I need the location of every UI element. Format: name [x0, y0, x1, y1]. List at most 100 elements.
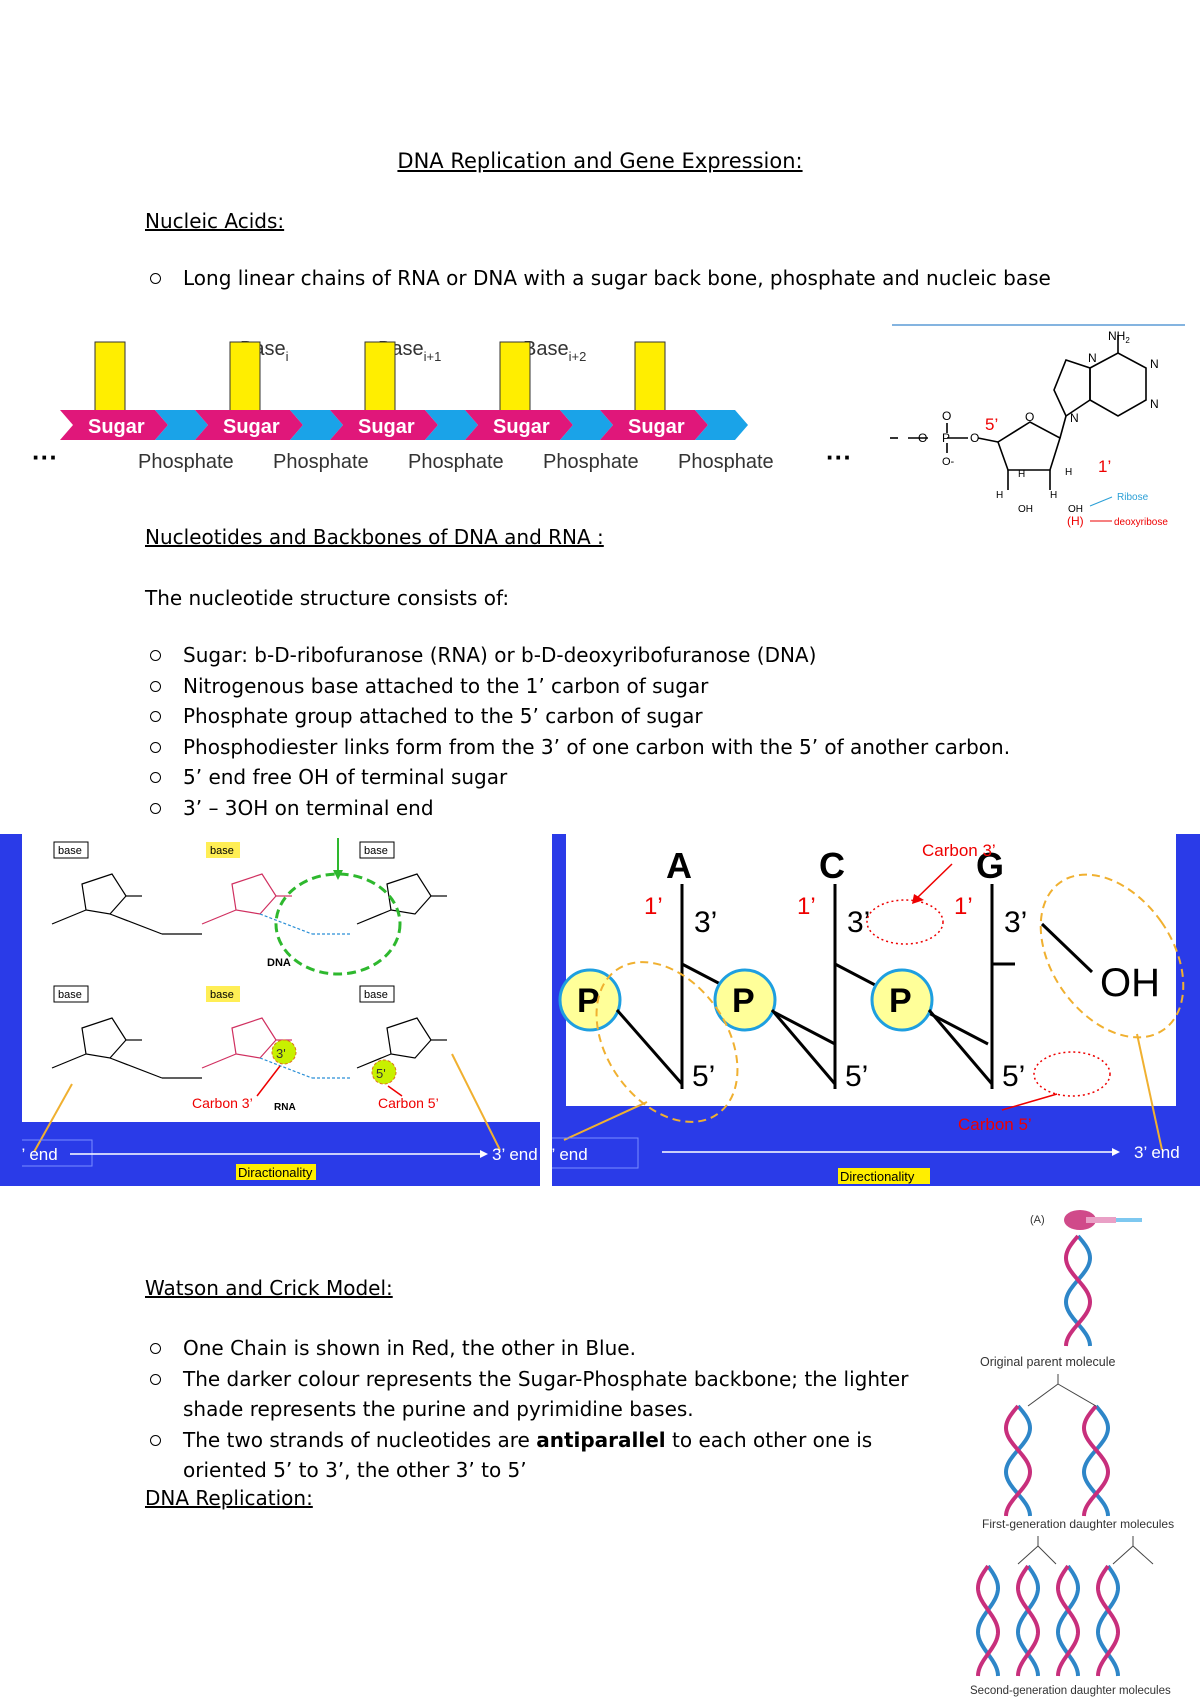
phosphate-label: Phosphate	[138, 451, 234, 473]
first-generation-label: First-generation daughter molecules	[982, 1517, 1174, 1531]
phosphate-segment	[290, 410, 343, 440]
nucleobase-letter: C	[819, 845, 845, 886]
base-tag: base	[58, 845, 82, 857]
nitrogen-label: N	[1150, 397, 1159, 411]
rna-dna-panel-inner	[22, 834, 540, 1122]
sugar-ring	[81, 873, 127, 915]
three-prime-label: 3’	[1004, 906, 1027, 939]
ring-oxygen-label: O	[1025, 410, 1034, 424]
sugar-label: Sugar	[493, 416, 550, 438]
carbon5-label: Carbon 5’	[958, 1115, 1032, 1134]
hydrogen-label: H	[1050, 490, 1057, 501]
carbon5-tag: 5'	[376, 1066, 386, 1081]
carbon3-tag: 3'	[276, 1046, 286, 1061]
base-tag: base	[364, 989, 388, 1001]
base-bar	[229, 341, 261, 413]
sugar-segment	[465, 410, 573, 440]
phosphate-segment	[695, 410, 748, 440]
list-item: The two strands of nucleotides are antip…	[147, 1425, 947, 1486]
rna-dna-diagram: base base base DNA base base base RNA 3'…	[22, 838, 538, 1180]
one-prime-label: 1’	[1098, 457, 1111, 476]
three-prime-label: 3’	[694, 906, 717, 939]
oxygen-label: O	[918, 431, 927, 445]
sugar-label: Sugar	[628, 416, 685, 438]
watson-crick-list: One Chain is shown in Red, the other in …	[147, 1333, 947, 1486]
phosphate-label: Phosphate	[678, 451, 774, 473]
phosphate-segment	[425, 410, 478, 440]
hydrogen-label: H	[1018, 469, 1025, 480]
carbon3-label: Carbon 3’	[922, 841, 996, 860]
phosphate-label: P	[889, 982, 912, 1020]
heading-nucleic-acids: Nucleic Acids:	[145, 209, 285, 233]
base-bar	[364, 341, 396, 413]
helix-strand	[1095, 1564, 1121, 1677]
oh-label: OH	[1100, 961, 1160, 1005]
nucleobase-letter: A	[666, 845, 692, 886]
phosphate-label: Phosphate	[408, 451, 504, 473]
phosphate-label: P	[577, 982, 600, 1020]
helix-strand	[1081, 1404, 1111, 1517]
list-item: Long linear chains of RNA or DNA with a …	[147, 263, 1051, 294]
base-tag: base	[364, 845, 388, 857]
sugar-ring	[81, 1017, 127, 1059]
sugar-label: Sugar	[358, 416, 415, 438]
helix-strand	[1055, 1564, 1081, 1677]
helix-strand	[1095, 1564, 1121, 1677]
amine-label: NH2	[1108, 329, 1130, 345]
hydrogen-label: H	[1065, 467, 1072, 478]
carbon5-label: Carbon 5’	[378, 1095, 439, 1111]
helix-strand	[1015, 1564, 1041, 1677]
nucleotide-intro: The nucleotide structure consists of:	[145, 586, 510, 610]
dna-label: DNA	[267, 957, 291, 969]
base-tag: base	[210, 989, 234, 1001]
base-bar	[94, 341, 126, 413]
phosphate-segment	[560, 410, 613, 440]
helix-strand	[1055, 1564, 1081, 1677]
five-prime-end: 5’ end	[22, 1145, 58, 1164]
sugar-label: Sugar	[88, 416, 145, 438]
five-prime-label: 5’	[845, 1060, 868, 1093]
oxygen-label: O	[970, 431, 979, 445]
list-item: Sugar: b-D-ribofuranose (RNA) or b-D-deo…	[147, 640, 1010, 671]
sugar-segment	[195, 410, 303, 440]
ribose-label: Ribose	[1117, 492, 1149, 503]
list-item: Nitrogenous base attached to the 1’ carb…	[147, 671, 1010, 702]
list-item: Phosphodiester links form from the 3’ of…	[147, 732, 1010, 763]
base-tag: base	[210, 845, 234, 857]
sugar-ring	[386, 873, 432, 915]
adenosine-structure: NH2 N N N N O O O- O P O 5’ 1’ H H H H O…	[890, 324, 1185, 528]
sugar-segment	[330, 410, 438, 440]
phosphate-circle	[870, 968, 934, 1032]
oxygen-label: O	[942, 409, 951, 423]
one-prime-label: 1’	[954, 893, 973, 920]
nitrogen-label: N	[1070, 411, 1079, 425]
hydrogen-label: H	[996, 490, 1003, 501]
carbon3-label: Carbon 3’	[192, 1095, 253, 1111]
five-prime-label: 5’	[985, 415, 998, 434]
three-prime-end: 3’ end	[1134, 1143, 1180, 1162]
original-parent-label: Original parent molecule	[980, 1355, 1116, 1369]
base-label-i2: Basei+2	[523, 338, 586, 364]
document-title: DNA Replication and Gene Expression:	[397, 149, 803, 173]
sugar-ring	[231, 873, 277, 915]
sugar-segment	[60, 410, 168, 440]
deoxy-h-label: (H)	[1067, 514, 1084, 528]
heading-dna-replication: DNA Replication:	[145, 1486, 313, 1510]
list-item: Phosphate group attached to the 5’ carbo…	[147, 701, 1010, 732]
heading-watson-crick: Watson and Crick Model:	[145, 1276, 393, 1300]
hydroxyl-label: OH	[1018, 504, 1033, 515]
ellipsis-right: ···	[826, 442, 852, 472]
phosphate-circle	[713, 968, 777, 1032]
deoxyribose-label: deoxyribose	[1114, 517, 1168, 528]
nitrogen-label: N	[1088, 351, 1097, 365]
one-prime-label: 1’	[644, 893, 663, 920]
one-prime-label: 1’	[797, 893, 816, 920]
hydroxyl-label: OH	[1068, 504, 1083, 515]
phosphate-circle	[558, 968, 622, 1032]
base-bar	[634, 341, 666, 413]
acg-diagram: PA1’3’5’PC1’3’5’PG1’3’5’ OH Carbon 3’ Ca…	[552, 841, 1185, 1184]
list-item: The darker colour represents the Sugar-P…	[147, 1364, 947, 1425]
five-prime-end: 5’ end	[552, 1145, 588, 1164]
helix-strand	[975, 1564, 1001, 1677]
helix-strand	[1015, 1564, 1041, 1677]
